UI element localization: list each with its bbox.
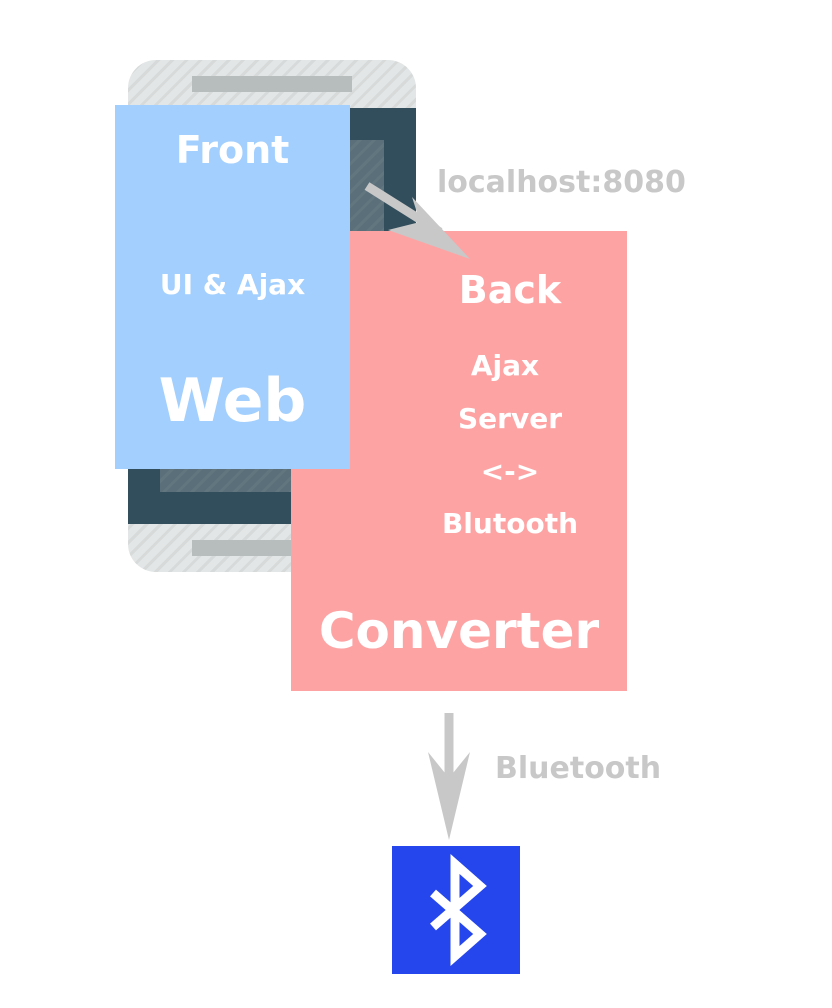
front-subtitle: UI & Ajax xyxy=(159,268,306,301)
bluetooth-icon xyxy=(430,854,487,966)
back-name: Converter xyxy=(318,602,600,660)
edge-label-localhost: localhost:8080 xyxy=(437,165,686,200)
back-line: Ajax xyxy=(470,349,540,382)
bluetooth-device xyxy=(392,846,520,974)
back-line: <-> xyxy=(480,455,540,488)
back-line: Blutooth xyxy=(441,507,579,540)
front-name: Web xyxy=(158,366,307,436)
back-title: Back xyxy=(458,268,562,312)
edge-label-bluetooth: Bluetooth xyxy=(495,751,662,786)
front-web-box xyxy=(115,105,350,469)
phone-speaker xyxy=(192,76,352,92)
arrow-back-to-device xyxy=(428,713,470,840)
front-title: Front xyxy=(175,128,290,172)
back-line: Server xyxy=(457,402,562,435)
